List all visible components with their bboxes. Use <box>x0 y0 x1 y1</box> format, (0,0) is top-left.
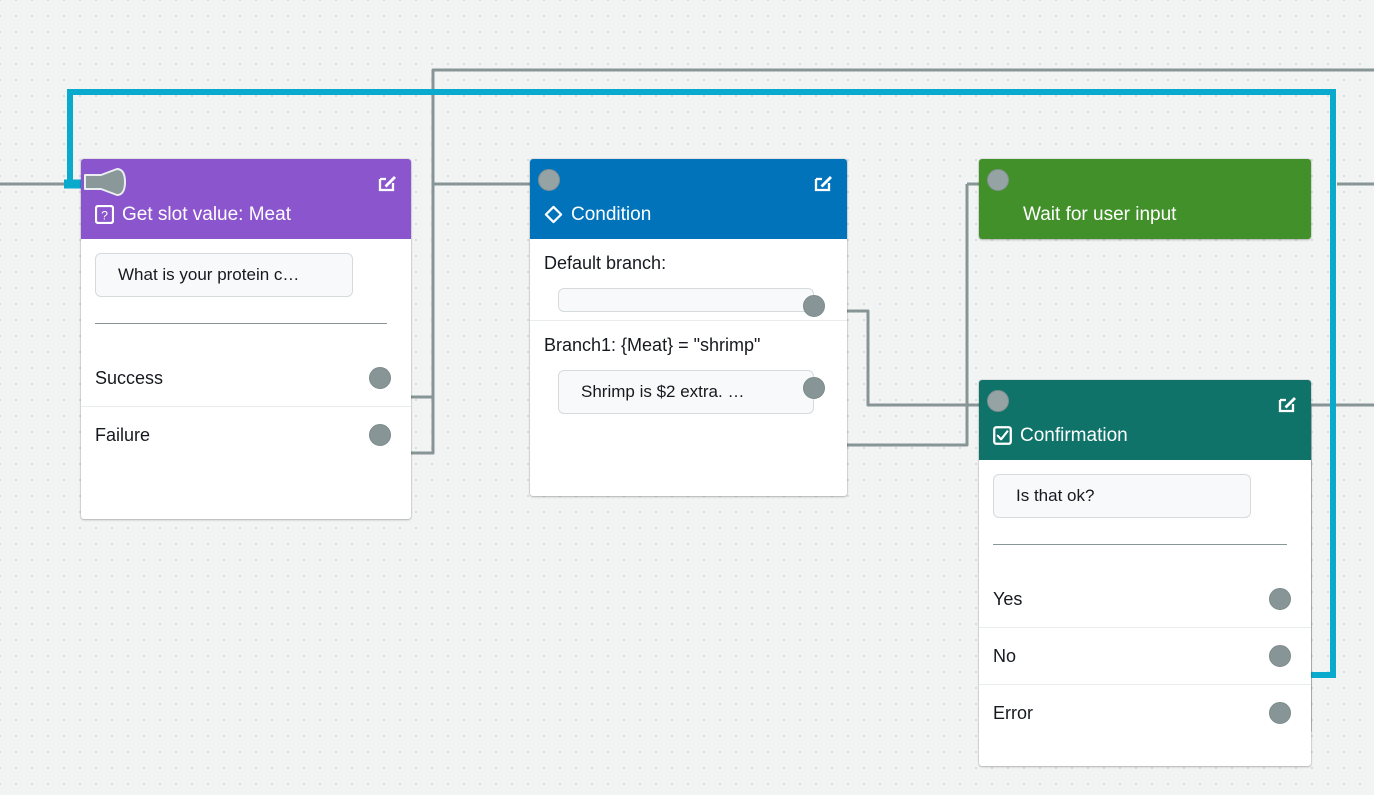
node-condition[interactable]: Condition Default branch: Branch1: {Meat… <box>530 159 847 496</box>
output-port-dot-error[interactable] <box>1269 702 1291 724</box>
input-port-dot[interactable] <box>987 169 1009 191</box>
node-title-row: ? Get slot value: Meat <box>95 205 291 239</box>
section-divider <box>993 544 1287 545</box>
output-port-dot-default-branch[interactable] <box>803 295 825 317</box>
output-port-dot-no[interactable] <box>1269 645 1291 667</box>
default-branch-prompt-bubble[interactable] <box>558 288 814 312</box>
port-row-no[interactable]: No <box>979 627 1311 684</box>
port-row-success[interactable]: Success <box>81 350 411 406</box>
port-row-failure[interactable]: Failure <box>81 406 411 463</box>
output-port-dot-branch1[interactable] <box>803 377 825 399</box>
prompt-bubble-wrap: What is your protein c… <box>81 239 411 305</box>
speaker-input-icon[interactable] <box>83 167 127 197</box>
section-divider <box>95 323 387 324</box>
output-port-dot-success[interactable] <box>369 367 391 389</box>
port-row-yes[interactable]: Yes <box>979 571 1311 627</box>
section-label-default-branch: Default branch: <box>544 253 667 273</box>
condition-section-default: Default branch: <box>530 239 847 320</box>
node-title: Wait for user input <box>1023 204 1177 225</box>
input-port-dot[interactable] <box>987 390 1009 412</box>
prompt-bubble-wrap: Shrimp is $2 extra. … <box>530 356 847 422</box>
node-header[interactable]: Wait for user input <box>979 159 1311 239</box>
node-header[interactable]: Condition <box>530 159 847 239</box>
diamond-icon <box>544 205 563 224</box>
node-body: Is that ok? Yes No Error <box>979 460 1311 741</box>
node-confirmation[interactable]: Confirmation Is that ok? Yes No Error <box>979 380 1311 766</box>
port-label: Yes <box>993 588 1023 609</box>
node-title: Condition <box>571 204 652 225</box>
node-header[interactable]: ? Get slot value: Meat <box>81 159 411 239</box>
condition-section-branch1: Branch1: {Meat} = "shrimp" Shrimp is $2 … <box>530 321 847 422</box>
branch1-prompt-bubble[interactable]: Shrimp is $2 extra. … <box>558 370 814 414</box>
port-label: No <box>993 645 1017 666</box>
port-label: Error <box>993 702 1033 723</box>
svg-text:?: ? <box>101 208 108 222</box>
prompt-bubble-wrap <box>530 274 847 320</box>
node-get-slot-value[interactable]: ? Get slot value: Meat What is your prot… <box>81 159 411 519</box>
edit-square-icon[interactable] <box>377 173 397 193</box>
prompt-bubble[interactable]: What is your protein c… <box>95 253 353 297</box>
node-body: What is your protein c… Success Failure <box>81 239 411 463</box>
node-body: Default branch: Branch1: {Meat} = "shrim… <box>530 239 847 422</box>
node-title: Get slot value: Meat <box>122 204 291 225</box>
port-label: Failure <box>95 424 151 445</box>
node-title: Confirmation <box>1020 425 1128 446</box>
node-title-row: Confirmation <box>993 426 1128 460</box>
edit-square-icon[interactable] <box>1277 394 1297 414</box>
prompt-bubble[interactable]: Is that ok? <box>993 474 1251 518</box>
output-port-dot-failure[interactable] <box>369 424 391 446</box>
node-header[interactable]: Confirmation <box>979 380 1311 460</box>
node-title-row: Condition <box>544 205 651 239</box>
output-port-dot-yes[interactable] <box>1269 588 1291 610</box>
node-title-row: Wait for user input <box>993 205 1176 239</box>
port-row-error[interactable]: Error <box>979 684 1311 741</box>
checkbox-icon <box>993 426 1012 445</box>
section-label-branch1: Branch1: {Meat} = "shrimp" <box>544 335 761 355</box>
question-box-icon: ? <box>95 205 114 224</box>
port-label: Success <box>95 367 164 388</box>
input-port-dot[interactable] <box>538 169 560 191</box>
node-wait-for-user-input[interactable]: Wait for user input <box>979 159 1311 239</box>
prompt-bubble-wrap: Is that ok? <box>979 460 1311 526</box>
section-divider <box>530 320 847 321</box>
edit-square-icon[interactable] <box>813 173 833 193</box>
